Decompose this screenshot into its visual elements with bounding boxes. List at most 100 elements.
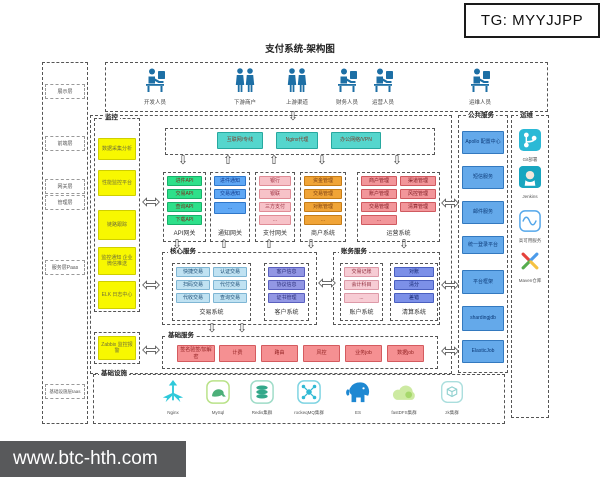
jenkins-icon: [519, 166, 541, 188]
public-service-item: 平台框架: [462, 270, 504, 294]
actor-upstream-channel: 上游渠道: [274, 68, 320, 106]
layer-label-paas: 服务层Paas: [45, 260, 85, 275]
base-service-item: 业务job: [345, 345, 382, 362]
network-row: [165, 128, 435, 155]
account-system-group: 交易记账 会计科目 ... 账户系统: [340, 263, 383, 321]
page-title: 支付系统-架构图: [265, 44, 335, 55]
infra-label: ES: [354, 410, 361, 415]
layer-label-gateway: 网关层: [45, 179, 85, 194]
notify-gateway-item: 交易通知: [214, 189, 246, 199]
double-arrow-icon: [441, 198, 459, 208]
operation-item: 交易管理: [361, 202, 397, 212]
trade-grid: 快捷交易 认证交易 扫码交易 代付交易 代收交易 查询交易: [176, 267, 247, 303]
actor-operation: 运营人员: [360, 68, 406, 106]
group-label: 支付网关: [262, 231, 287, 238]
notify-gateway-item: 进件通知: [214, 176, 246, 186]
trade-item: 快捷交易: [176, 267, 210, 277]
public-service-item: 统一登录平台: [462, 236, 504, 254]
main-area: [90, 115, 452, 374]
double-arrow-icon: [441, 280, 459, 290]
network-box-vpn: 办公网络/VPN: [331, 132, 381, 149]
infra-redis: Redis集群: [240, 380, 284, 416]
api-gateway-item: 查询API: [167, 202, 202, 212]
person-at-desk-icon: [374, 68, 393, 92]
people-pair-icon: [287, 68, 307, 92]
ops-maven: Maven仓库: [514, 250, 546, 284]
base-service-item: 风控: [303, 345, 340, 362]
base-service-item: 计费: [219, 345, 256, 362]
core-services-title: 核心服务: [168, 248, 198, 256]
mysql-icon: [206, 380, 230, 404]
maven-icon: [521, 252, 539, 270]
fastdfs-cluster-icon: [392, 385, 415, 400]
public-service-item: Apollo 配置中心: [462, 131, 504, 154]
api-gateway-item: 进件API: [167, 176, 202, 186]
trade-system-group: 快捷交易 认证交易 扫码交易 代付交易 代收交易 查询交易 交易系统: [172, 263, 251, 321]
down-arrow-icon: ⇩: [392, 153, 403, 167]
infra-fastdfs: fastDFS集群: [382, 380, 426, 416]
customer-item: 客户信息: [268, 267, 305, 277]
operation-item: 账户管理: [361, 189, 397, 199]
merchant-system-item: 资金管理: [304, 176, 342, 186]
actor-label: 运营人员: [371, 100, 394, 106]
clearing-item: 清分: [394, 280, 434, 290]
monitor-item: 数据采集分析: [98, 138, 136, 160]
pay-gateway-item: 银联: [259, 189, 291, 199]
base-service-item: 数据job: [387, 345, 424, 362]
base-service-item: 签名验签/加解密: [177, 345, 215, 362]
high-availability-icon: [519, 210, 541, 232]
actor-developer: 开发人员: [132, 68, 178, 106]
public-service-item: 邮件服务: [462, 201, 504, 224]
operation-item: ...: [361, 215, 397, 225]
infra-label: Nginx: [167, 410, 179, 415]
layer-label-frontend: 前端层: [45, 136, 85, 151]
up-arrow-icon: ⇧: [223, 153, 234, 167]
ops-label: Jenkins: [522, 194, 538, 199]
pay-gateway-item: 银行: [259, 176, 291, 186]
monitor-title: 监控: [103, 114, 120, 122]
ops-git: Git部署: [514, 129, 546, 163]
group-label: 运营系统: [386, 231, 411, 238]
infra-label: Redis集群: [251, 410, 273, 415]
account-item: 会计科目: [344, 280, 379, 290]
infra-label: rockeqMQ集群: [294, 410, 324, 415]
pay-gateway-group: 银行 银联 三方支付 ... 支付网关: [255, 172, 295, 242]
actors-row: [105, 62, 548, 112]
operation-item: 商户管理: [361, 176, 397, 186]
redis-cluster-icon: [250, 380, 274, 404]
person-at-desk-icon: [146, 68, 165, 92]
network-box-nginx-proxy: Nginx代理: [276, 132, 318, 149]
infra-zookeeper: zk集群: [430, 380, 474, 416]
zabbix-alert-box: Zabbix 监控报警: [98, 336, 136, 360]
layer-label-manage: 管理层: [45, 195, 85, 210]
trade-item: 认证交易: [213, 267, 247, 277]
layer-label-display: 展示层: [45, 84, 85, 99]
customer-item: 证书管理: [268, 293, 305, 303]
actor-devops: 运维人员: [457, 68, 503, 106]
git-icon: [519, 129, 541, 151]
group-label: 账户系统: [349, 310, 374, 317]
customer-item: 协议信息: [268, 280, 305, 290]
ops-ha-service: 高可用服务: [514, 210, 546, 244]
infrastructure-title: 基础设施: [99, 370, 129, 378]
ops-label: 高可用服务: [518, 238, 542, 243]
public-service-item: 短信服务: [462, 166, 504, 189]
actor-label: 上游渠道: [285, 100, 308, 106]
trade-item: 代收交易: [176, 293, 210, 303]
double-arrow-icon: [142, 345, 160, 355]
trade-item: 查询交易: [213, 293, 247, 303]
actor-label: 开发人员: [143, 100, 166, 106]
double-arrow-icon: [441, 346, 459, 356]
down-arrow-icon: ⇩: [172, 237, 183, 251]
monitor-item: 性能监控平台: [98, 170, 136, 196]
down-arrow-icon: ⇩: [399, 237, 410, 251]
actor-downstream-merchant: 下游商户: [222, 68, 268, 106]
public-service-item: shardingjdb: [462, 306, 504, 331]
network-box-internet: 互联网/专线: [217, 132, 263, 149]
actor-label: 下游商户: [233, 100, 256, 106]
monitor-item: ELK 日志中心: [98, 281, 136, 309]
base-services-title: 基础服务: [166, 332, 196, 340]
ops-label: Maven仓库: [518, 278, 542, 283]
pay-gateway-item: ...: [259, 215, 291, 225]
